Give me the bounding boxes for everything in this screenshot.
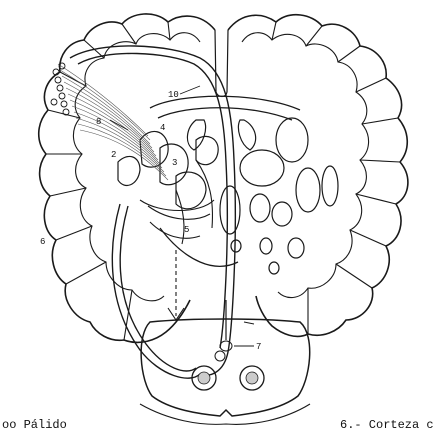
label-2: 2 xyxy=(111,150,116,160)
label-8: 8 xyxy=(96,117,101,127)
label-5: 5 xyxy=(184,225,189,235)
ventral-horn-right-core xyxy=(246,372,258,384)
lateral-ventricle-right xyxy=(238,120,255,150)
caption-left: oo Pálido xyxy=(2,418,67,432)
ventral-horn-left-core xyxy=(198,372,210,384)
label-4: 4 xyxy=(160,123,165,133)
label-7: 7 xyxy=(256,342,261,352)
label-3: 3 xyxy=(172,158,177,168)
right-cortex-inner-contour xyxy=(242,33,369,298)
long-descending-tract-inner xyxy=(78,53,227,348)
left-basal-ganglia xyxy=(118,131,218,208)
left-hemisphere-outline xyxy=(39,14,215,342)
caption-right: 6.- Corteza c xyxy=(340,418,434,432)
right-sulci xyxy=(272,22,400,334)
nuclear-connections xyxy=(140,160,214,244)
interhemispheric-fissure xyxy=(215,30,228,97)
label-6: 6 xyxy=(40,237,45,247)
right-deep-nuclei xyxy=(220,118,338,274)
spinal-cord-outer-margin xyxy=(140,404,310,424)
left-cortex-inner-contour xyxy=(73,33,200,301)
long-descending-tract xyxy=(70,46,235,375)
right-hemisphere-outline xyxy=(228,15,408,337)
label-10: 10 xyxy=(168,90,179,100)
